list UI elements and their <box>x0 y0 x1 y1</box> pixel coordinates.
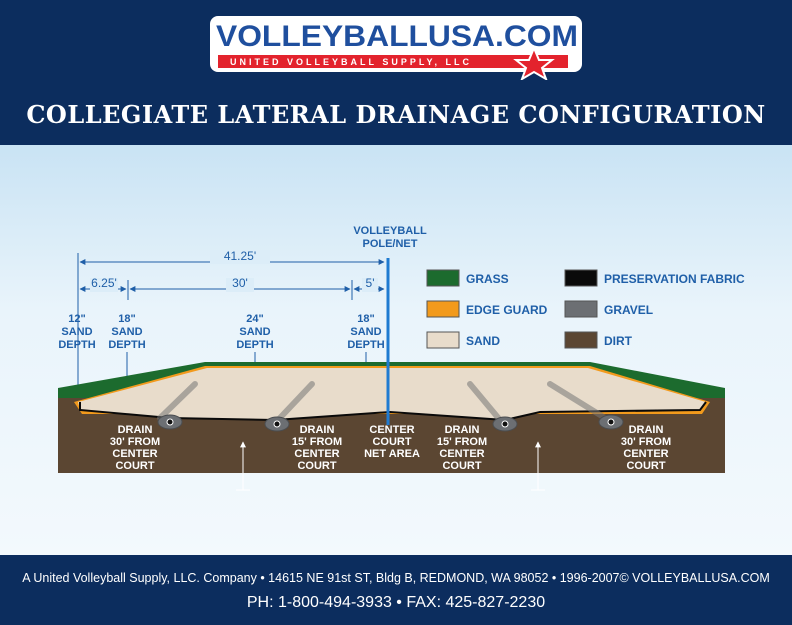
drain-label: CENTER <box>623 448 668 460</box>
footer: A United Volleyball Supply, LLC. Company… <box>0 555 792 625</box>
legend-swatch-edge-guard <box>426 300 460 318</box>
legend-swatch-gravel <box>564 300 598 318</box>
depth-label: SAND <box>239 326 270 338</box>
drain-label: COURT <box>442 460 481 472</box>
legend-label: SAND <box>466 334 500 348</box>
drain-label: CENTER <box>439 448 484 460</box>
dim-total: 41.25' <box>224 249 256 263</box>
drain-label: CENTER <box>112 448 157 460</box>
sand-layer <box>78 368 706 420</box>
header: VOLLEYBALLUSA.COM UNITED VOLLEYBALL SUPP… <box>0 0 792 145</box>
legend-label: GRAVEL <box>604 303 653 317</box>
drain-label: 30' FROM <box>110 436 160 448</box>
footer-address: A United Volleyball Supply, LLC. Company… <box>22 571 770 585</box>
legend-label: PRESERVATION FABRIC <box>604 272 745 286</box>
dim-left: 6.25' <box>91 276 117 290</box>
depth-value: 18" <box>357 313 374 325</box>
drain-label: 30' FROM <box>621 436 671 448</box>
depth-label: DEPTH <box>58 339 95 351</box>
drain-label: DRAIN <box>445 424 480 436</box>
drain-label: DRAIN <box>118 424 153 436</box>
legend-swatch-preservation-fabric <box>564 269 598 287</box>
drain-label: DRAIN <box>300 424 335 436</box>
dim-middle: 30' <box>232 276 248 290</box>
depth-value: 24" <box>246 313 263 325</box>
drain-pipes <box>157 381 608 423</box>
dim-right: 5' <box>366 276 375 290</box>
logo-text: VOLLEYBALLUSA.COM <box>216 20 578 53</box>
legend-swatch-sand <box>426 331 460 349</box>
drain-pipe-icons <box>166 418 615 428</box>
depth-labels: 12"SANDDEPTH18"SANDDEPTH24"SANDDEPTH18"S… <box>58 313 385 403</box>
depth-value: 12" <box>68 313 85 325</box>
drain-label: COURT <box>626 460 665 472</box>
legend: GRASS EDGE GUARD SAND PRESERVATION FABRIC GR… <box>426 269 745 349</box>
depth-label: DEPTH <box>108 339 145 351</box>
diagram-area: VOLLEYBALL POLE/NET 41.25' 6.25' 30' 5' … <box>0 145 792 555</box>
depth-label: SAND <box>350 326 381 338</box>
drain-label: CENTER <box>369 424 414 436</box>
footer-phone[interactable]: PH: 1-800-494-3933 • FAX: 425-827-2230 <box>246 594 546 611</box>
drain-label: COURT <box>372 436 411 448</box>
drain-label: 15' FROM <box>437 436 487 448</box>
legend-label: EDGE GUARD <box>466 303 548 317</box>
drainage-diagram: VOLLEYBALL POLE/NET 41.25' 6.25' 30' 5' … <box>58 225 745 491</box>
volleyballusa-logo[interactable]: VOLLEYBALLUSA.COM UNITED VOLLEYBALL SUPP… <box>208 14 586 80</box>
legend-label: DIRT <box>604 334 633 348</box>
drain-label: DRAIN <box>629 424 664 436</box>
drain-label: NET AREA <box>364 448 420 460</box>
logo-tagline: UNITED VOLLEYBALL SUPPLY, LLC <box>230 57 472 67</box>
legend-swatch-grass <box>426 269 460 287</box>
pole-label-1: VOLLEYBALL <box>353 225 427 237</box>
page-title: COLLEGIATE LATERAL DRAINAGE CONFIGURATIO… <box>26 100 766 129</box>
depth-label: SAND <box>61 326 92 338</box>
depth-label: DEPTH <box>236 339 273 351</box>
legend-swatch-dirt <box>564 331 598 349</box>
drain-label: COURT <box>115 460 154 472</box>
drain-label: CENTER <box>294 448 339 460</box>
depth-label: SAND <box>111 326 142 338</box>
drain-label: COURT <box>297 460 336 472</box>
pole-label-2: POLE/NET <box>362 238 417 250</box>
depth-label: DEPTH <box>347 339 384 351</box>
depth-value: 18" <box>118 313 135 325</box>
white-arrows <box>236 441 545 491</box>
star-icon <box>513 45 555 80</box>
legend-label: GRASS <box>466 272 509 286</box>
preservation-fabric <box>79 401 707 422</box>
drain-label: 15' FROM <box>292 436 342 448</box>
